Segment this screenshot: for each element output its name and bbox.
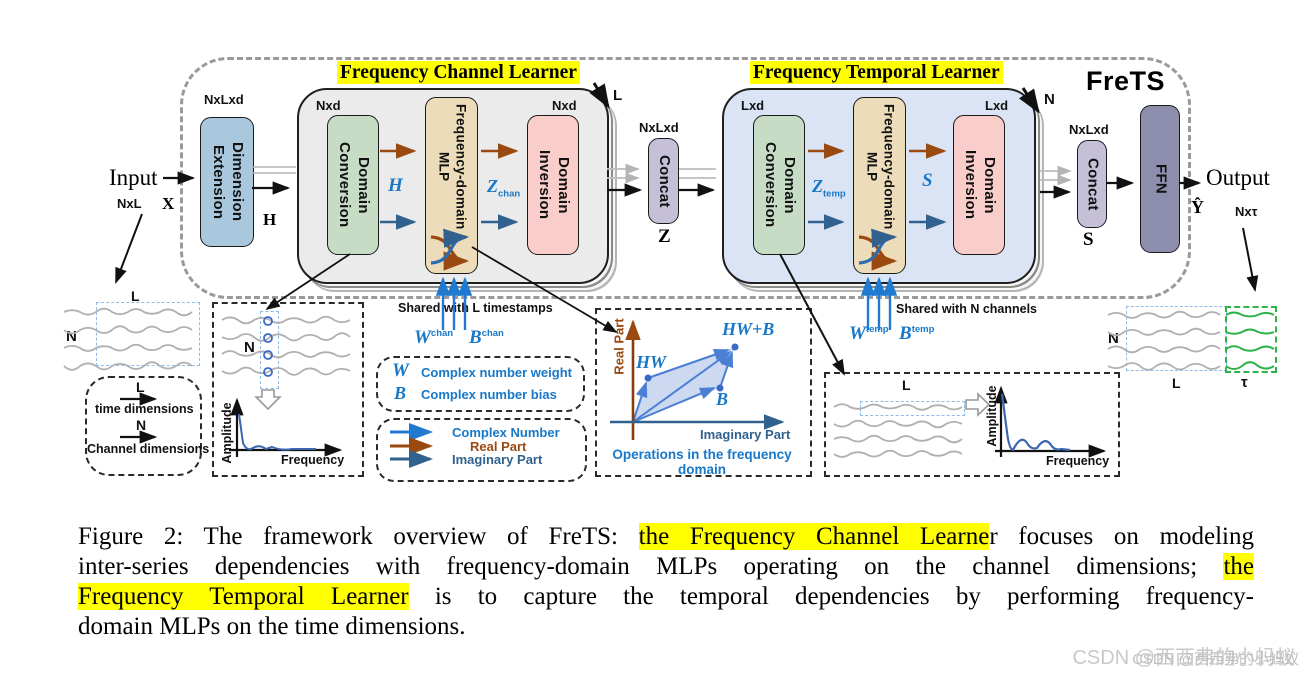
frequency-mlp-block-channel: Frequency-domain MLP xyxy=(425,97,478,274)
channel-learner-title: Frequency Channel Learner xyxy=(337,61,580,84)
domain-conversion-label: Domain Conversion xyxy=(336,142,372,228)
legend-n: N xyxy=(136,417,147,433)
frequency-ops-caption: Operations in the frequency domain xyxy=(612,447,792,477)
w-temp-label: Wtemp xyxy=(849,323,889,344)
concat-block-z: Concat xyxy=(648,138,679,224)
nxd-label-left: Nxd xyxy=(316,98,341,113)
legend-channel-dimensions: Channel dimensions xyxy=(87,442,210,456)
y-hat-var: Ŷ xyxy=(1191,197,1204,217)
input-label: Input xyxy=(109,165,158,190)
imaginary-part-axis-label: Imaginary Part xyxy=(700,427,791,442)
domain-inversion-block-temporal: Domain Inversion xyxy=(953,115,1005,255)
caption-line-2: inter-series dependencies with frequency… xyxy=(78,553,1254,580)
figure-caption: Figure 2: The framework overview of FreT… xyxy=(78,522,1254,642)
channel-slice-rect xyxy=(260,311,279,389)
z-var: Z xyxy=(658,226,671,247)
real-part-legend: Real Part xyxy=(470,439,527,454)
output-l-label: L xyxy=(1172,375,1181,391)
legend-l: L xyxy=(136,379,145,395)
caption-line-4: domain MLPs on the time dimensions. xyxy=(78,613,466,640)
series-l-label: L xyxy=(131,288,140,304)
output-label: Output xyxy=(1206,165,1270,190)
arrow-legend-box xyxy=(376,418,587,482)
hw-point-label: HW xyxy=(636,352,667,372)
domain-inversion-block-channel: Domain Inversion xyxy=(527,115,579,255)
output-history-rect xyxy=(1126,306,1227,371)
z-chan-label: Zchan xyxy=(487,176,521,200)
shared-n-label: Shared with N channels xyxy=(896,302,1038,316)
concat-label: Concat xyxy=(1084,157,1102,211)
nxtau-label: Nxτ xyxy=(1235,204,1258,219)
output-forecast-rect xyxy=(1225,306,1277,373)
domain-inversion-label: Domain Inversion xyxy=(962,150,998,220)
domain-inversion-label: Domain Inversion xyxy=(536,150,572,220)
frequency-mlp-label: Frequency-domain MLP xyxy=(436,104,469,230)
amplitude-axis-label-temporal: Amplitude xyxy=(985,385,999,447)
caption-line-3: Frequency Temporal Learner is to capture… xyxy=(78,583,1254,610)
w-chan-label: Wchan xyxy=(414,327,454,348)
frequency-mlp-block-temporal: Frequency-domain MLP xyxy=(853,97,906,274)
domain-conversion-block-temporal: Domain Conversion xyxy=(753,115,805,255)
nxlxd-label-concat-z: NxLxd xyxy=(639,120,679,135)
z-temp-label: Ztemp xyxy=(812,176,846,200)
n-diagonal-label: N xyxy=(1044,91,1055,108)
x-var: X xyxy=(162,194,175,213)
b-point-label: B xyxy=(716,389,729,409)
concat-label: Concat xyxy=(655,154,673,208)
ffn-block: FFN xyxy=(1140,105,1180,253)
temporal-l-label: L xyxy=(902,377,911,393)
hw-plus-b-point-label: HW+B xyxy=(722,319,775,339)
temporal-fft-inset-box xyxy=(824,372,1120,477)
temporal-learner-title: Frequency Temporal Learner xyxy=(750,61,1003,84)
bias-legend-label: Complex number bias xyxy=(421,387,557,402)
frequency-axis-label-channel: Frequency xyxy=(281,453,345,467)
frequency-axis-label-temporal: Frequency xyxy=(1046,454,1110,468)
csdn-watermark: CSDN @西西弗的小蚂蚁 xyxy=(1072,647,1295,669)
inset-n-label: N xyxy=(244,339,255,356)
bias-symbol: B xyxy=(394,383,407,403)
dimensions-legend-box xyxy=(85,376,202,476)
domain-conversion-label: Domain Conversion xyxy=(762,142,798,228)
weight-legend-label: Complex number weight xyxy=(421,365,572,380)
output-tau-label: τ xyxy=(1241,374,1248,391)
lxd-label-right: Lxd xyxy=(985,98,1009,113)
nxlxd-label-dimext: NxLxd xyxy=(204,92,244,107)
domain-conversion-block-channel: Domain Conversion xyxy=(327,115,379,255)
dimension-extension-label: Dimension Extension xyxy=(210,142,246,222)
nxl-label: NxL xyxy=(117,196,142,211)
output-n-label: N xyxy=(1108,330,1119,347)
shared-l-label: Shared with L timestamps xyxy=(398,301,553,315)
ffn-label: FFN xyxy=(1152,163,1170,195)
complex-plane-box xyxy=(595,308,812,477)
frequency-mlp-label: Frequency-domain MLP xyxy=(864,104,897,230)
weight-symbol: W xyxy=(392,360,409,381)
h-script-label: H xyxy=(388,175,403,196)
weight-bias-legend-box xyxy=(376,356,585,412)
s-script-label: S xyxy=(922,170,933,191)
imaginary-part-legend: Imaginary Part xyxy=(452,452,543,467)
frets-label: FreTS xyxy=(1086,66,1166,96)
lxd-label-left: Lxd xyxy=(741,98,765,113)
csdn-watermark-echo: CSDN @西西弗的小蚂蚁 xyxy=(1132,651,1299,668)
lookback-window-rect xyxy=(96,302,200,366)
b-temp-label: Btemp xyxy=(899,323,935,344)
amplitude-axis-label-channel: Amplitude xyxy=(220,402,234,464)
dimension-extension-block: Dimension Extension xyxy=(200,117,254,247)
series-n-label: N xyxy=(66,328,77,345)
h-var: H xyxy=(263,210,277,229)
b-chan-label: Bchan xyxy=(469,327,504,348)
temporal-slice-rect xyxy=(860,401,965,416)
nxd-label-right: Nxd xyxy=(552,98,577,113)
s-var: S xyxy=(1083,229,1094,250)
nxlxd-label-concat-s: NxLxd xyxy=(1069,122,1109,137)
l-diagonal-label: L xyxy=(613,87,623,104)
caption-line-1: Figure 2: The framework overview of FreT… xyxy=(78,523,1255,550)
complex-number-legend: Complex Number xyxy=(452,425,560,440)
legend-time-dimensions: time dimensions xyxy=(95,402,194,416)
real-part-axis-label: Real Part xyxy=(611,318,627,375)
concat-block-s: Concat xyxy=(1077,140,1107,228)
channel-fft-inset-box xyxy=(212,302,364,477)
